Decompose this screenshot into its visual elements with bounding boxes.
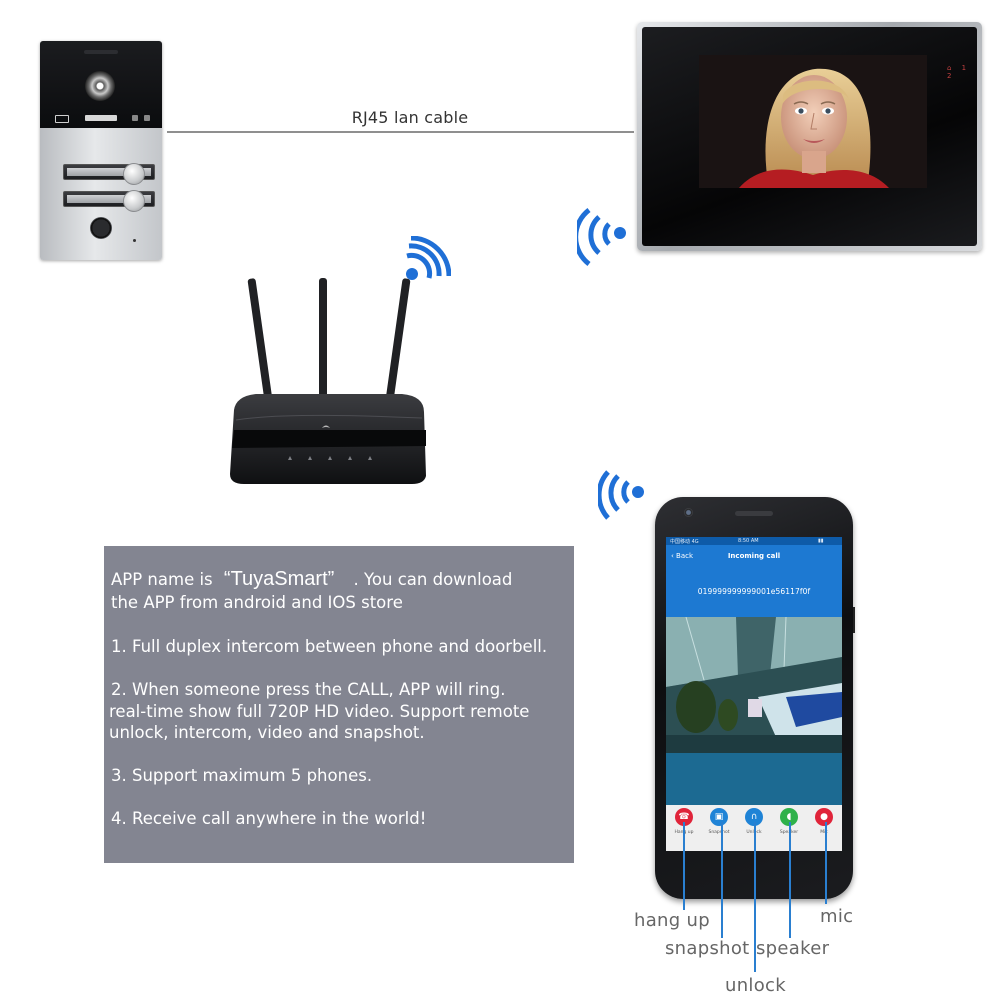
mic-callout-line — [825, 822, 827, 904]
video-footer-area — [666, 753, 842, 805]
rj45-cable-line — [167, 131, 634, 133]
hang-up-callout-line — [683, 822, 685, 910]
wifi-router — [230, 278, 426, 484]
app-intro-prefix: APP name is — [111, 570, 213, 589]
app-intro-suffix: . You can download — [353, 570, 513, 589]
feature-point-2-line-2: real-time show full 720P HD video. Suppo… — [109, 702, 530, 721]
monitor-bezel: ⌂ 1 2 — [642, 27, 977, 246]
doorbell-mic-hole — [133, 239, 136, 242]
status-led-icon — [144, 115, 150, 121]
mic-callout: mic — [820, 906, 854, 927]
visitor-face-image — [699, 55, 927, 188]
status-carrier: 中国移动 4G — [670, 539, 699, 545]
mic-icon: ● — [815, 808, 833, 826]
card-reader-icon — [55, 115, 69, 123]
monitor-screen — [699, 55, 927, 188]
phone-hangup-icon: ☎ — [675, 808, 693, 826]
unlock-callout: unlock — [725, 975, 786, 996]
call-button — [123, 190, 145, 212]
app-nav-bar: ‹ Back Incoming call — [666, 545, 842, 569]
phone-side-key — [853, 607, 855, 633]
cable-label: RJ45 lan cable — [351, 108, 469, 127]
doorbell-nameplate — [85, 115, 117, 121]
device-id: 019999999999001e56117f0f — [697, 587, 811, 596]
back-button[interactable]: ‹ Back — [671, 552, 694, 560]
speaker-callout-line — [789, 822, 791, 938]
speaker-icon: ◖ — [780, 808, 798, 826]
outdoor-doorbell-station — [40, 41, 162, 260]
battery-icon: ▮▮ — [818, 538, 824, 544]
doorbell-camera-lens — [85, 71, 115, 101]
doorbell-camera-panel — [40, 41, 162, 128]
app-intro-line-2: the APP from android and IOS store — [111, 593, 403, 612]
call-button — [123, 163, 145, 185]
video-room-image — [666, 617, 842, 753]
snapshot-callout-line — [721, 822, 723, 938]
doorbell-speaker-grille — [84, 50, 118, 54]
indoor-monitor: ⌂ 1 2 — [637, 22, 982, 251]
fingerprint-reader-icon — [90, 217, 112, 239]
mic-label: Mic — [820, 830, 828, 835]
wifi-signal-icon — [577, 208, 626, 266]
front-camera-icon — [684, 508, 693, 517]
phone-status-bar: 中国移动 4G 8:50 AM ▮▮ — [666, 537, 842, 545]
router-led-icons — [288, 456, 372, 460]
unlock-callout-line — [754, 822, 756, 972]
speaker-callout: speaker — [756, 938, 830, 959]
wifi-signal-icon — [598, 470, 644, 520]
feature-point-2-line-1: 2. When someone press the CALL, APP will… — [111, 680, 506, 699]
snapshot-label: Snapshot — [708, 830, 730, 835]
lock-icon: ∩ — [745, 808, 763, 826]
mic-control[interactable]: ● Mic — [807, 808, 841, 835]
app-name: “TuyaSmart” — [223, 568, 335, 590]
status-led-icon — [132, 115, 138, 121]
back-label: Back — [676, 552, 694, 560]
feature-point-1: 1. Full duplex intercom between phone an… — [111, 637, 548, 656]
unlock-control[interactable]: ∩ Unlock — [737, 808, 771, 835]
feature-info-panel: APP name is “TuyaSmart” . You can downlo… — [104, 546, 574, 863]
app-intro-line: APP name is “TuyaSmart” . You can downlo… — [111, 568, 512, 591]
snapshot-callout: snapshot — [665, 938, 750, 959]
wifi-signal-icon — [406, 236, 451, 280]
phone-earpiece — [735, 511, 773, 516]
app-screen-title: Incoming call — [727, 552, 781, 560]
feature-point-3: 3. Support maximum 5 phones. — [111, 766, 373, 785]
phone-display: 中国移动 4G 8:50 AM ▮▮ ‹ Back Incoming call … — [666, 537, 842, 851]
unlock-label: Unlock — [737, 830, 771, 835]
feature-point-4: 4. Receive call anywhere in the world! — [111, 809, 427, 828]
monitor-touch-keys-icon: ⌂ 1 2 — [947, 64, 971, 80]
hang-up-callout: hang up — [634, 910, 710, 931]
image-icon: ▣ — [710, 808, 728, 826]
snapshot-control[interactable]: ▣ Snapshot — [702, 808, 736, 835]
status-time: 8:50 AM — [738, 538, 759, 544]
feature-point-2-line-3: unlock, intercom, video and snapshot. — [109, 723, 425, 742]
live-video-feed — [666, 617, 842, 753]
